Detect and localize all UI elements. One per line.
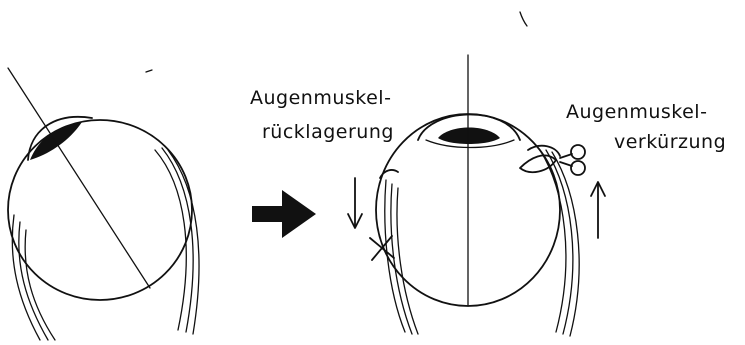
right-eye [370, 55, 579, 336]
attachment-mark [380, 170, 398, 178]
right-left-muscle-strand [385, 180, 405, 332]
right-right-muscle-strand [546, 150, 573, 334]
left-muscle-strand [162, 148, 193, 332]
stray-mark [146, 70, 152, 72]
right-left-muscle-strand [391, 184, 412, 334]
resection-label-line2: verkürzung [614, 131, 726, 153]
arrow-up-icon [591, 182, 605, 238]
resection-label: Augenmuskel- verkürzung [566, 101, 726, 153]
resection-label-line1: Augenmuskel- [566, 101, 707, 123]
arrow-down-icon [348, 178, 362, 228]
arrow-right-icon [252, 190, 316, 238]
cross-mark-icon [370, 236, 394, 260]
left-eye [8, 68, 199, 340]
recession-label: Augenmuskel- rücklagerung [250, 87, 394, 143]
recession-label-line1: Augenmuskel- [250, 87, 391, 109]
right-left-muscle-strand [397, 188, 418, 334]
stray-mark [520, 12, 527, 26]
right-right-muscle-strand [540, 150, 566, 332]
left-muscle-strand [155, 150, 186, 330]
recession-label-line2: rücklagerung [262, 121, 394, 143]
left-visual-axis [8, 68, 150, 288]
right-pupil [438, 128, 500, 145]
left-pupil [30, 122, 82, 160]
